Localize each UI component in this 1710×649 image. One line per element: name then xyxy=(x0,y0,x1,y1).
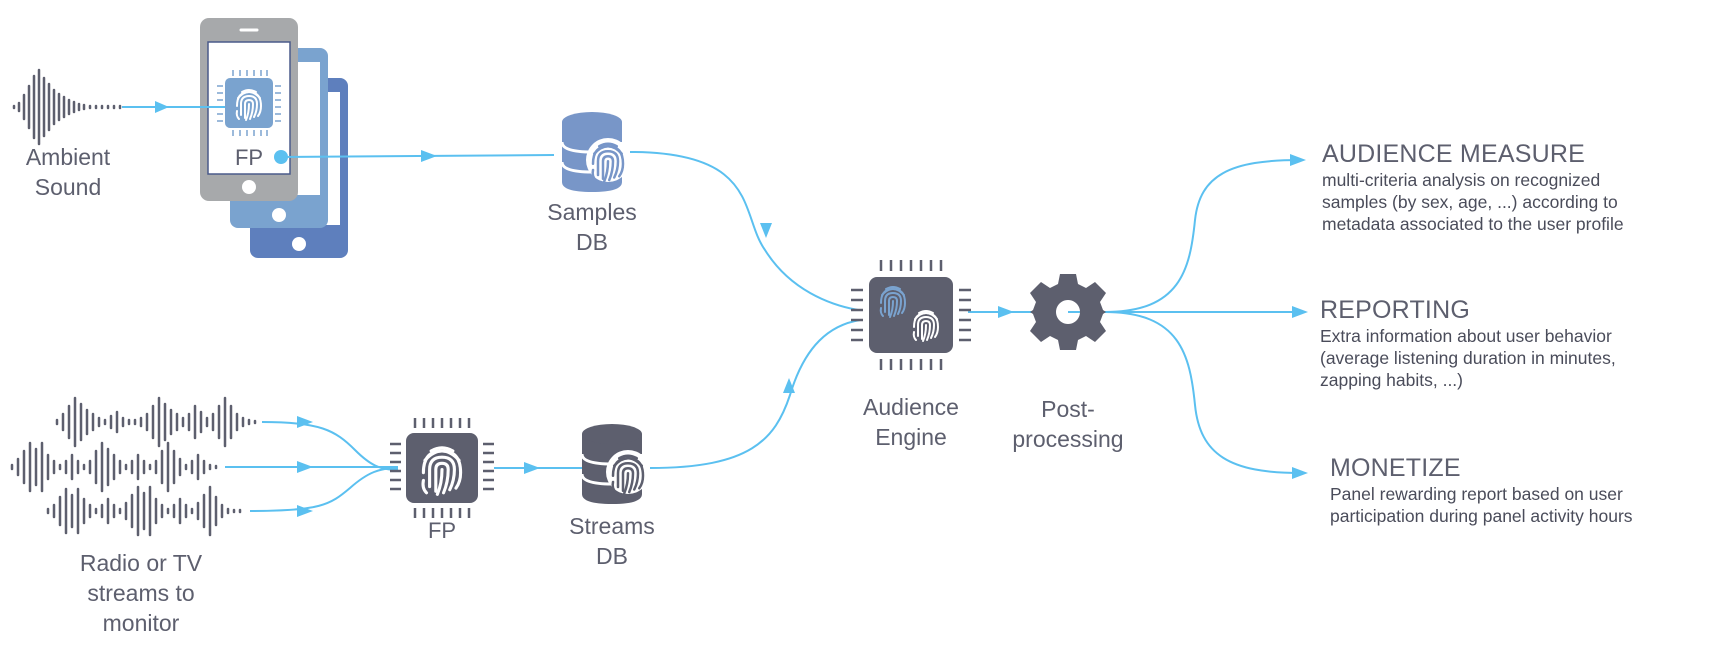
ambient-sound-wave-icon xyxy=(12,68,122,146)
streams-label-line: streams to xyxy=(87,580,195,606)
streams-db-label-line: DB xyxy=(596,543,628,569)
output-line: multi-criteria analysis on recognized xyxy=(1322,170,1601,190)
audience-engine-chip-icon xyxy=(851,260,971,370)
output-reporting: REPORTING Extra information about user b… xyxy=(1320,295,1616,391)
output-title: MONETIZE xyxy=(1330,454,1461,482)
gear-icon xyxy=(1030,274,1106,350)
stream-fp-chip-icon xyxy=(390,418,494,518)
output-line: zapping habits, ...) xyxy=(1320,370,1463,390)
samples-db-label-line: Samples xyxy=(547,199,637,225)
output-line: participation during panel activity hour… xyxy=(1330,506,1633,526)
audience-engine-label-line: Engine xyxy=(875,424,947,450)
output-line: Panel rewarding report based on user xyxy=(1330,484,1623,504)
output-line: (average listening duration in minutes, xyxy=(1320,348,1616,368)
streams-label-line: Radio or TV xyxy=(79,550,203,576)
post-processing-label-line: Post- xyxy=(1041,396,1095,422)
output-monetize: MONETIZE Panel rewarding report based on… xyxy=(1330,453,1633,527)
audience-engine-label: Audience Engine xyxy=(846,392,976,452)
streams-db-label: Streams DB xyxy=(552,511,672,571)
stream-sound-wave-icon xyxy=(10,396,257,537)
phone-fp-chip-icon xyxy=(217,70,281,136)
streams-db-icon xyxy=(582,424,650,504)
streams-label-line: monitor xyxy=(102,610,180,636)
output-title: REPORTING xyxy=(1320,296,1470,324)
output-line: samples (by sex, age, ...) according to xyxy=(1322,192,1618,212)
arrow-icon xyxy=(155,101,1308,517)
output-line: metadata associated to the user profile xyxy=(1322,214,1624,234)
streams-label: Radio or TV streams to monitor xyxy=(56,548,226,638)
post-processing-label-line: processing xyxy=(1012,426,1124,452)
ambient-sound-label: Ambient Sound xyxy=(8,142,128,202)
samples-db-icon xyxy=(562,112,630,192)
streams-db-label-line: Streams xyxy=(569,513,655,539)
audience-engine-label-line: Audience xyxy=(863,394,959,420)
post-processing-label: Post- processing xyxy=(1003,394,1133,454)
phone-output-dot xyxy=(274,150,288,164)
stream-fp-label: FP xyxy=(427,518,457,543)
output-audience-measure: AUDIENCE MEASURE multi-criteria analysis… xyxy=(1322,139,1624,235)
ambient-label-line: Ambient xyxy=(25,144,111,170)
ambient-label-line: Sound xyxy=(34,174,102,200)
samples-db-label: Samples DB xyxy=(532,197,652,257)
output-line: Extra information about user behavior xyxy=(1320,326,1612,346)
phone-fp-label: FP xyxy=(234,145,264,170)
samples-db-label-line: DB xyxy=(576,229,608,255)
output-title: AUDIENCE MEASURE xyxy=(1322,140,1585,168)
